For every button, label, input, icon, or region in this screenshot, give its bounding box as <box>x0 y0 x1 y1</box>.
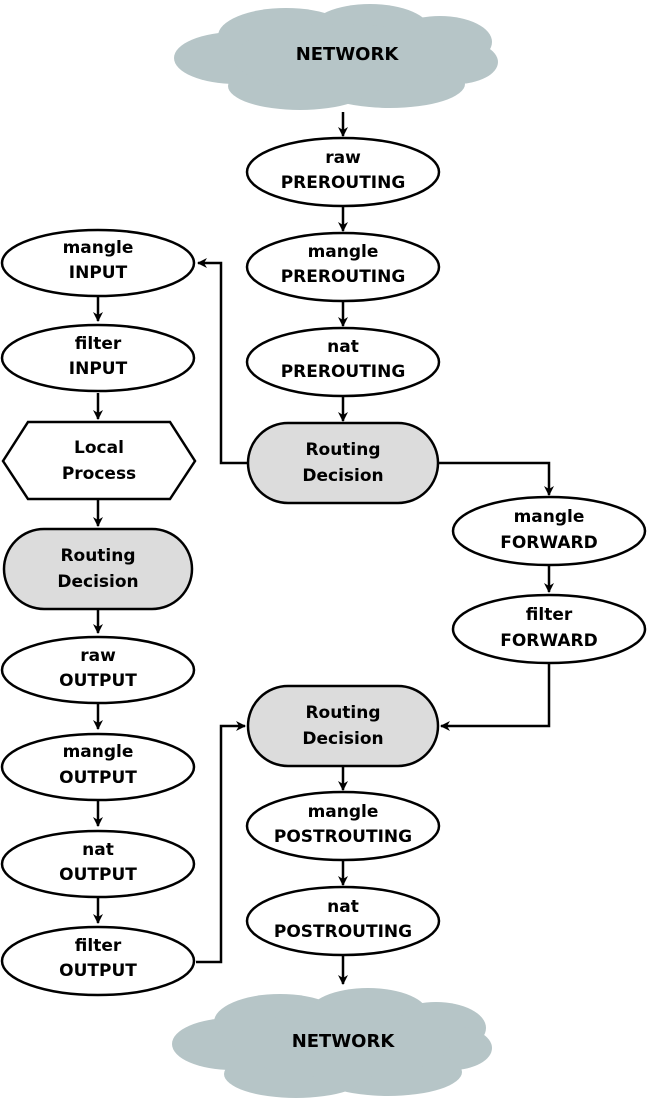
local-process-line1: Local <box>74 438 124 458</box>
nat-postrouting-table: nat <box>327 897 359 917</box>
mangle-forward-shape <box>451 495 647 567</box>
routing-decision-prerouting: Routing Decision <box>246 421 440 505</box>
routing-decision-postrouting: Routing Decision <box>246 684 440 768</box>
filter-output-table: filter <box>75 936 122 956</box>
filter-input-chain: INPUT <box>69 359 128 379</box>
nat-output-shape <box>0 829 196 899</box>
routing-decision-2-shape <box>2 527 194 611</box>
filter-output-chain: OUTPUT <box>59 961 137 981</box>
routing-decision-1-shape <box>246 421 440 505</box>
filter-forward-shape <box>451 593 647 665</box>
routing-decision-3-line1: Routing <box>305 703 380 723</box>
routing-decision-3-shape <box>246 684 440 768</box>
filter-forward-node: filter FORWARD <box>451 593 647 665</box>
nat-postrouting-chain: POSTROUTING <box>274 922 412 942</box>
routing-decision-1-line2: Decision <box>302 466 383 486</box>
network-cloud-top: NETWORK <box>174 4 498 110</box>
routing-decision-1-line1: Routing <box>305 440 380 460</box>
mangle-prerouting-chain: PREROUTING <box>281 267 406 287</box>
mangle-postrouting-node: mangle POSTROUTING <box>245 790 441 862</box>
nat-output-table: nat <box>82 840 114 860</box>
filter-forward-chain: FORWARD <box>500 631 598 651</box>
mangle-input-shape <box>0 228 196 298</box>
edge-filter-forward-to-routing <box>440 664 551 731</box>
mangle-input-table: mangle <box>63 238 134 258</box>
mangle-forward-chain: FORWARD <box>500 533 598 553</box>
routing-decision-2-line1: Routing <box>60 546 135 566</box>
nat-prerouting-table: nat <box>327 337 359 357</box>
mangle-output-table: mangle <box>63 742 134 762</box>
filter-input-node: filter INPUT <box>0 323 196 393</box>
network-bottom-label: NETWORK <box>292 1031 396 1052</box>
mangle-postrouting-shape <box>245 790 441 862</box>
mangle-output-shape <box>0 732 196 802</box>
local-process-node: Local Process <box>1 420 197 501</box>
nat-postrouting-shape <box>245 885 441 957</box>
raw-output-shape <box>0 635 196 705</box>
mangle-prerouting-table: mangle <box>308 242 379 262</box>
local-process-shape <box>1 420 197 501</box>
edges <box>93 112 554 985</box>
nat-output-chain: OUTPUT <box>59 865 137 885</box>
nat-output-node: nat OUTPUT <box>0 829 196 899</box>
mangle-postrouting-chain: POSTROUTING <box>274 827 412 847</box>
mangle-forward-table: mangle <box>514 507 585 527</box>
filter-forward-table: filter <box>526 605 573 625</box>
edge-routing-to-mangle-forward <box>439 461 554 496</box>
mangle-output-chain: OUTPUT <box>59 768 137 788</box>
mangle-prerouting-shape <box>245 231 441 303</box>
network-cloud-bottom: NETWORK <box>172 988 492 1098</box>
filter-input-shape <box>0 323 196 393</box>
raw-prerouting-table: raw <box>325 148 361 168</box>
edge-filter-output-to-routing <box>196 721 246 964</box>
raw-prerouting-node: raw PREROUTING <box>245 136 441 208</box>
mangle-output-node: mangle OUTPUT <box>0 732 196 802</box>
mangle-input-chain: INPUT <box>69 263 128 283</box>
cloud-shape <box>172 988 492 1098</box>
filter-output-shape <box>0 925 196 997</box>
filter-input-table: filter <box>75 334 122 354</box>
nat-prerouting-chain: PREROUTING <box>281 362 406 382</box>
routing-decision-output: Routing Decision <box>2 527 194 611</box>
network-top-label: NETWORK <box>296 44 400 65</box>
local-process-line2: Process <box>62 464 136 484</box>
raw-prerouting-chain: PREROUTING <box>281 173 406 193</box>
raw-output-table: raw <box>80 646 116 666</box>
nat-prerouting-node: nat PREROUTING <box>245 326 441 398</box>
edge-routing-to-mangle-input <box>197 258 247 465</box>
mangle-input-node: mangle INPUT <box>0 228 196 298</box>
mangle-postrouting-table: mangle <box>308 802 379 822</box>
raw-output-chain: OUTPUT <box>59 671 137 691</box>
raw-output-node: raw OUTPUT <box>0 635 196 705</box>
nat-prerouting-shape <box>245 326 441 398</box>
mangle-forward-node: mangle FORWARD <box>451 495 647 567</box>
filter-output-node: filter OUTPUT <box>0 925 196 997</box>
raw-prerouting-shape <box>245 136 441 208</box>
routing-decision-2-line2: Decision <box>57 572 138 592</box>
cloud-shape <box>174 4 498 110</box>
routing-decision-3-line2: Decision <box>302 729 383 749</box>
mangle-prerouting-node: mangle PREROUTING <box>245 231 441 303</box>
nat-postrouting-node: nat POSTROUTING <box>245 885 441 957</box>
